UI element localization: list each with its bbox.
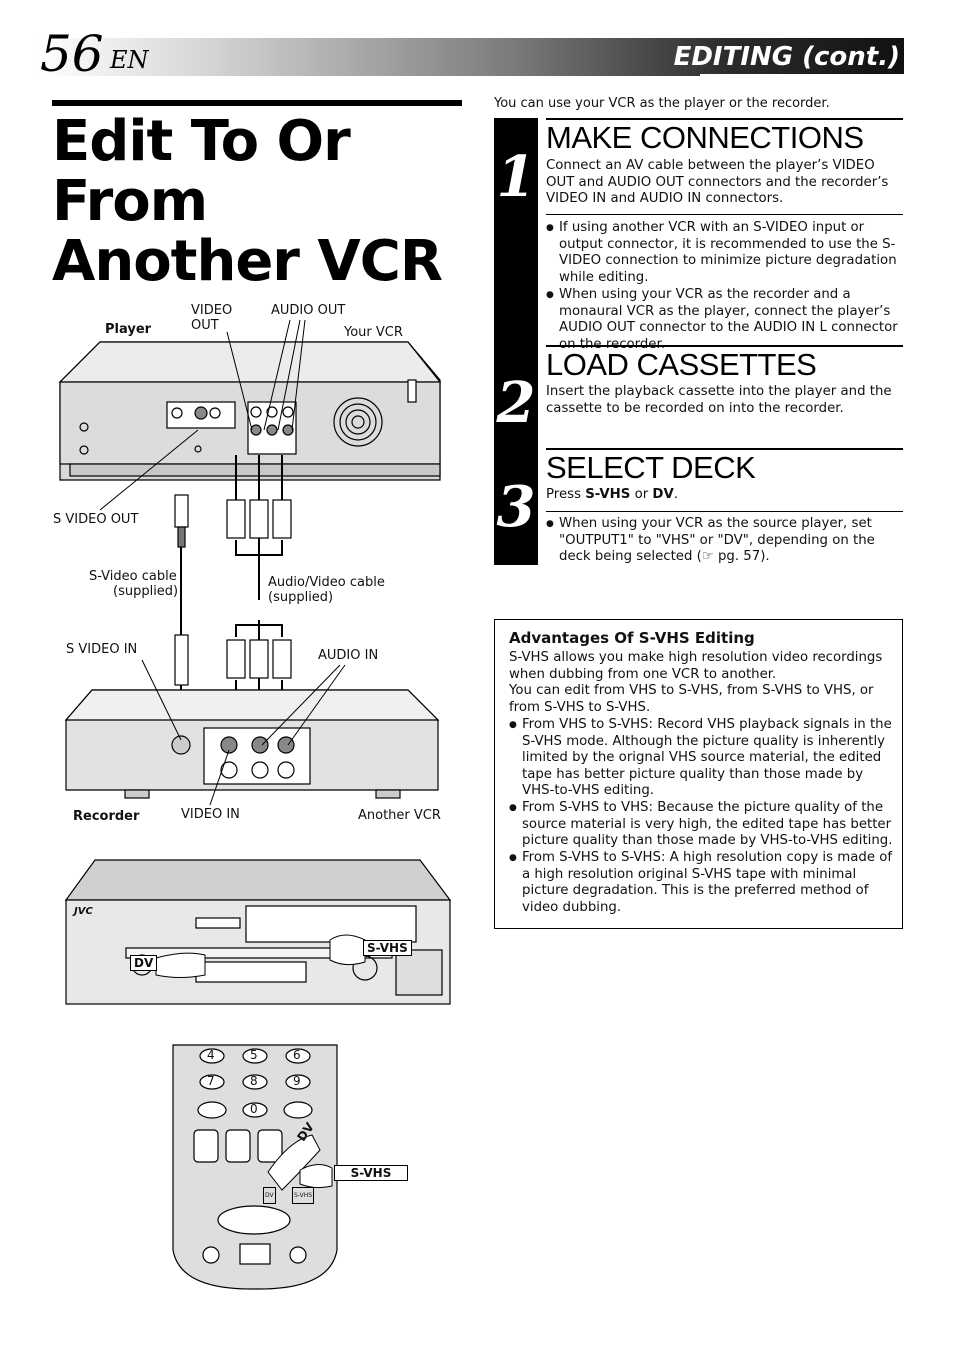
language-tag: EN [110,46,149,74]
label-s-video-in: S VIDEO IN [66,642,138,657]
step-1-divider [546,214,903,215]
label-player: Player [105,322,152,337]
advantages-p1: S-VHS allows you make high resolution vi… [509,650,883,682]
advantages-p2: You can edit from VHS to S-VHS, from S-V… [509,683,874,715]
jvc-deck-illustration [64,859,452,1005]
label-your-vcr: Your VCR [344,325,403,340]
label-audio-out: AUDIO OUT [271,303,346,318]
advantages-bullet-3: From S-VHS to S-VHS: A high resolution c… [509,850,894,916]
player-vcr-illustration [58,341,442,481]
step-1-rule [546,118,903,120]
step-1-bullet-2: When using your VCR as the recorder and … [546,287,904,353]
page-title: Edit To Or From Another VCR [52,109,443,294]
remote-svhs-key: S-VHS [292,1187,315,1204]
label-audio-in: AUDIO IN [318,648,379,663]
label-video-out-line1: VIDEO [191,303,233,318]
remote-dv-key: DV [263,1187,276,1204]
advantages-heading: Advantages Of S-VHS Editing [509,629,755,647]
step-3-rule [546,448,903,450]
step-1-bullet-1: If using another VCR with an S-VIDEO inp… [546,220,904,286]
step-3-number: 3 [496,474,536,540]
title-rule [52,100,462,106]
callout-lines [99,319,346,806]
remote-svhs-label: S-VHS [334,1165,408,1181]
remote-key-9: 9 [293,1074,301,1088]
label-s-video-out: S VIDEO OUT [53,512,139,527]
remote-key-0: 0 [250,1102,258,1116]
remote-illustration [172,1044,338,1290]
step-1-title: MAKE CONNECTIONS [546,120,864,155]
remote-key-7: 7 [207,1074,215,1088]
label-svideo-cable-2: (supplied) [113,584,179,599]
step-2-number: 2 [496,370,536,436]
step-1-body: Connect an AV cable between the player’s… [546,158,889,207]
plug-set [174,494,292,686]
page-number: 56 [40,25,104,83]
label-video-in: VIDEO IN [181,807,240,822]
advantages-box [494,619,903,929]
label-av-cable-2: (supplied) [268,590,334,605]
label-av-cable-1: Audio/Video cable [268,575,385,590]
step-2-title: LOAD CASSETTES [546,347,817,382]
remote-key-8: 8 [250,1074,258,1088]
step-number-bar: 1 2 3 [494,118,538,565]
step-3-divider [546,511,903,512]
jvc-logo: JVC [74,906,93,917]
dv-button-label: DV [130,955,158,971]
intro-text: You can use your VCR as the player or th… [494,96,830,111]
section-title: EDITING (cont.) [673,42,900,72]
step-2-rule [546,345,903,347]
advantages-bullet-1: From VHS to S-VHS: Record VHS playback s… [509,717,894,800]
section-underline [700,74,904,76]
step-3-title: SELECT DECK [546,450,756,485]
step-3-bullet-1: When using your VCR as the source player… [546,516,904,566]
label-recorder: Recorder [73,809,140,824]
header-band [38,38,904,76]
step-2-body: Insert the playback cassette into the pl… [546,384,892,416]
advantages-bullet-2: From S-VHS to VHS: Because the picture q… [509,800,894,850]
recorder-vcr-illustration [64,689,440,799]
step-3-body: Press S-VHS or DV. [546,487,678,502]
remote-key-6: 6 [293,1048,301,1062]
hand-icons [155,934,366,1191]
remote-key-5: 5 [250,1048,258,1062]
label-video-out-line2: OUT [191,318,219,333]
label-svideo-cable-1: S-Video cable [89,569,177,584]
remote-key-4: 4 [207,1048,215,1062]
step-1-number: 1 [496,144,536,210]
label-another-vcr: Another VCR [358,808,441,823]
svhs-button-label: S-VHS [363,940,412,956]
